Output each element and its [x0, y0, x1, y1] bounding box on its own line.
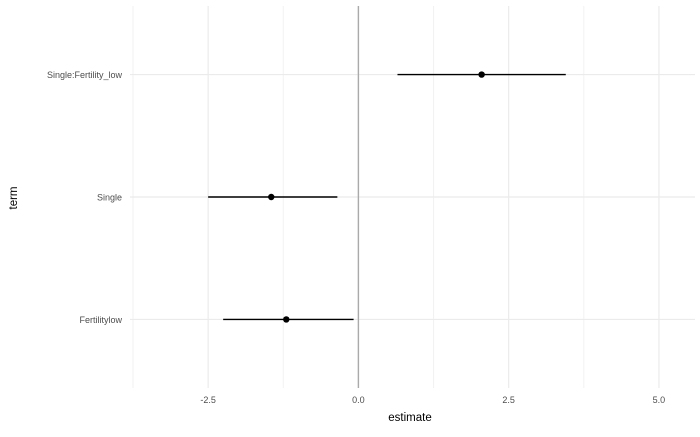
y-tick-label: Single — [97, 193, 122, 203]
y-tick-label: Fertilitylow — [79, 315, 122, 325]
estimate-marks — [208, 71, 566, 323]
x-axis-title: estimate — [388, 412, 431, 424]
x-tick-labels: -2.5 0.0 2.5 5.0 — [200, 395, 665, 405]
estimate-point — [268, 193, 275, 201]
x-tick-label: 2.5 — [502, 395, 515, 405]
y-axis-title: term — [8, 187, 20, 210]
estimate-point — [283, 316, 290, 323]
y-tick-labels: Fertilitylow Single Single:Fertility_low — [47, 70, 123, 325]
x-tick-label: 0.0 — [352, 395, 365, 405]
y-tick-label: Single:Fertility_low — [47, 70, 123, 80]
estimate-point — [478, 71, 485, 78]
x-tick-label: -2.5 — [200, 395, 216, 405]
x-tick-label: 5.0 — [653, 395, 666, 405]
